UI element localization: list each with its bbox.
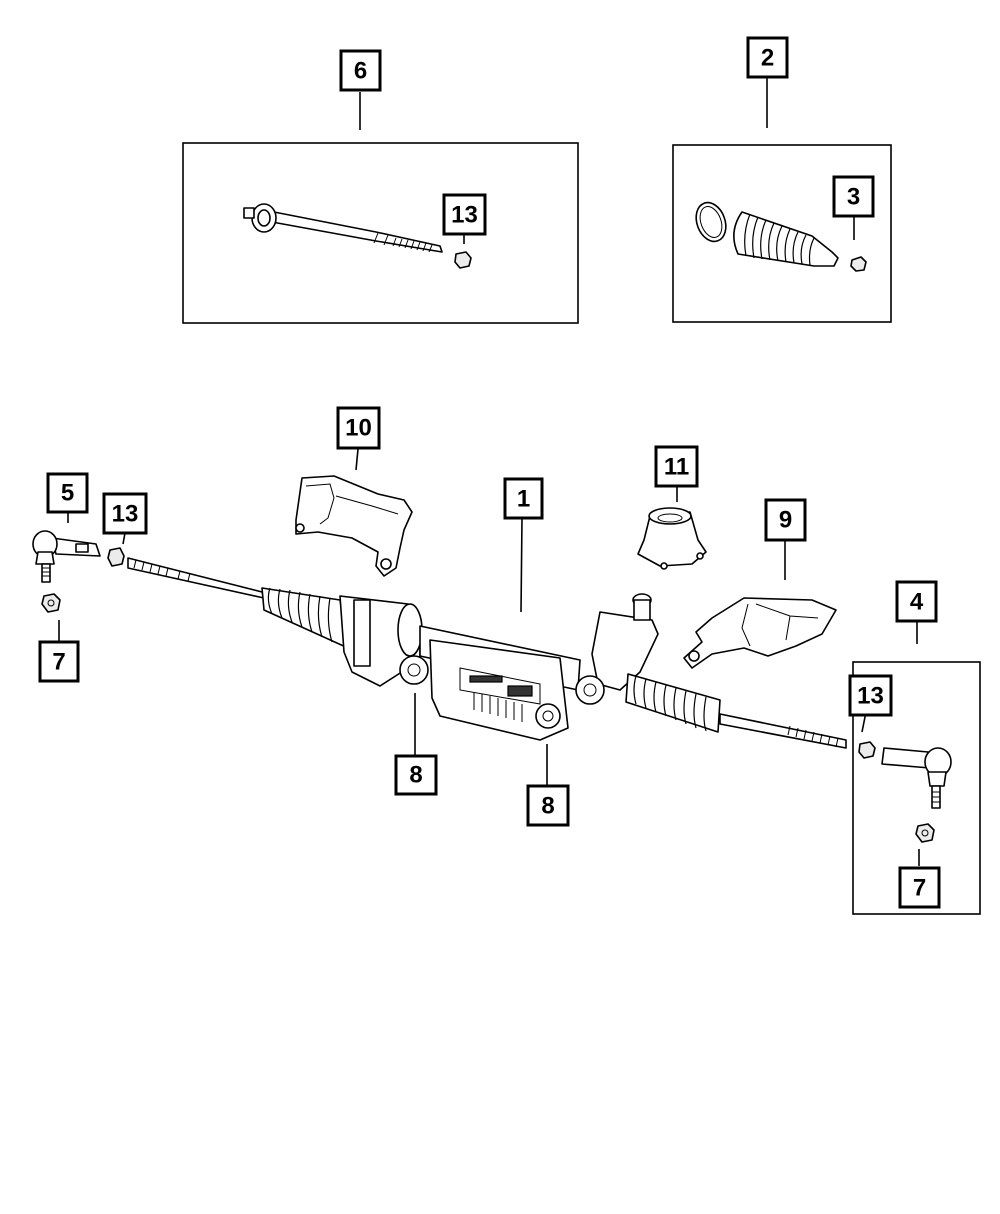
steering-gear-assembly-part	[127, 557, 847, 749]
steering-boot-part	[733, 211, 839, 267]
callout-9-label: 9	[779, 507, 792, 534]
left-castle-nut-part	[41, 593, 61, 613]
callout-7-right-label: 7	[913, 875, 926, 902]
callout-8-right-label: 8	[541, 793, 554, 820]
inner-tie-rod-part	[243, 203, 443, 253]
outer-tie-rod-group-frame	[852, 661, 981, 915]
callout-5: 5	[46, 472, 89, 514]
callout-2: 2	[746, 36, 789, 79]
callout-13-left: 13	[102, 492, 148, 535]
callout-7-left: 7	[38, 640, 80, 683]
leader-lines	[58, 78, 920, 866]
callout-1-label: 1	[517, 486, 530, 513]
callout-2-label: 2	[761, 45, 774, 72]
left-jam-nut-part	[107, 547, 125, 567]
boot-clamp-part	[695, 201, 727, 243]
callout-13-left-label: 13	[112, 501, 139, 528]
callout-1: 1	[503, 477, 544, 520]
callout-4: 4	[895, 580, 938, 623]
left-heat-shield-part	[295, 475, 413, 577]
callout-5-label: 5	[61, 480, 74, 507]
inner-tie-rod-group-frame	[182, 142, 579, 324]
callout-13-inner-tie-rod: 13	[442, 193, 487, 236]
callout-10-label: 10	[345, 415, 372, 442]
pinion-seal-boot-part	[637, 507, 707, 570]
callout-7-left-label: 7	[52, 649, 65, 676]
callout-7-right: 7	[898, 866, 941, 909]
right-outer-tie-rod-part	[881, 747, 952, 809]
callout-8-left-label: 8	[409, 762, 422, 789]
callout-3: 3	[832, 175, 875, 218]
callout-13-inner-tie-rod-label: 13	[451, 202, 478, 229]
jam-nut-part	[454, 251, 472, 269]
right-heat-shield-part	[683, 597, 837, 669]
callout-11: 11	[654, 445, 699, 488]
callout-11-label: 11	[664, 454, 689, 481]
boot-kit-group-frame	[672, 144, 892, 323]
callout-4-label: 4	[910, 589, 924, 616]
right-castle-nut-part	[915, 823, 935, 843]
right-jam-nut-part	[858, 741, 876, 759]
callout-9: 9	[764, 498, 807, 542]
left-outer-tie-rod-part	[32, 530, 101, 583]
callout-10: 10	[336, 406, 381, 450]
callout-8-left: 8	[394, 754, 438, 796]
callout-6: 6	[339, 49, 382, 92]
boot-nut-part	[850, 256, 867, 272]
callout-13-right: 13	[848, 674, 893, 717]
callout-6-label: 6	[354, 58, 367, 85]
callout-3-label: 3	[847, 184, 860, 211]
callout-13-right-label: 13	[857, 683, 884, 710]
callout-8-right: 8	[526, 784, 570, 827]
